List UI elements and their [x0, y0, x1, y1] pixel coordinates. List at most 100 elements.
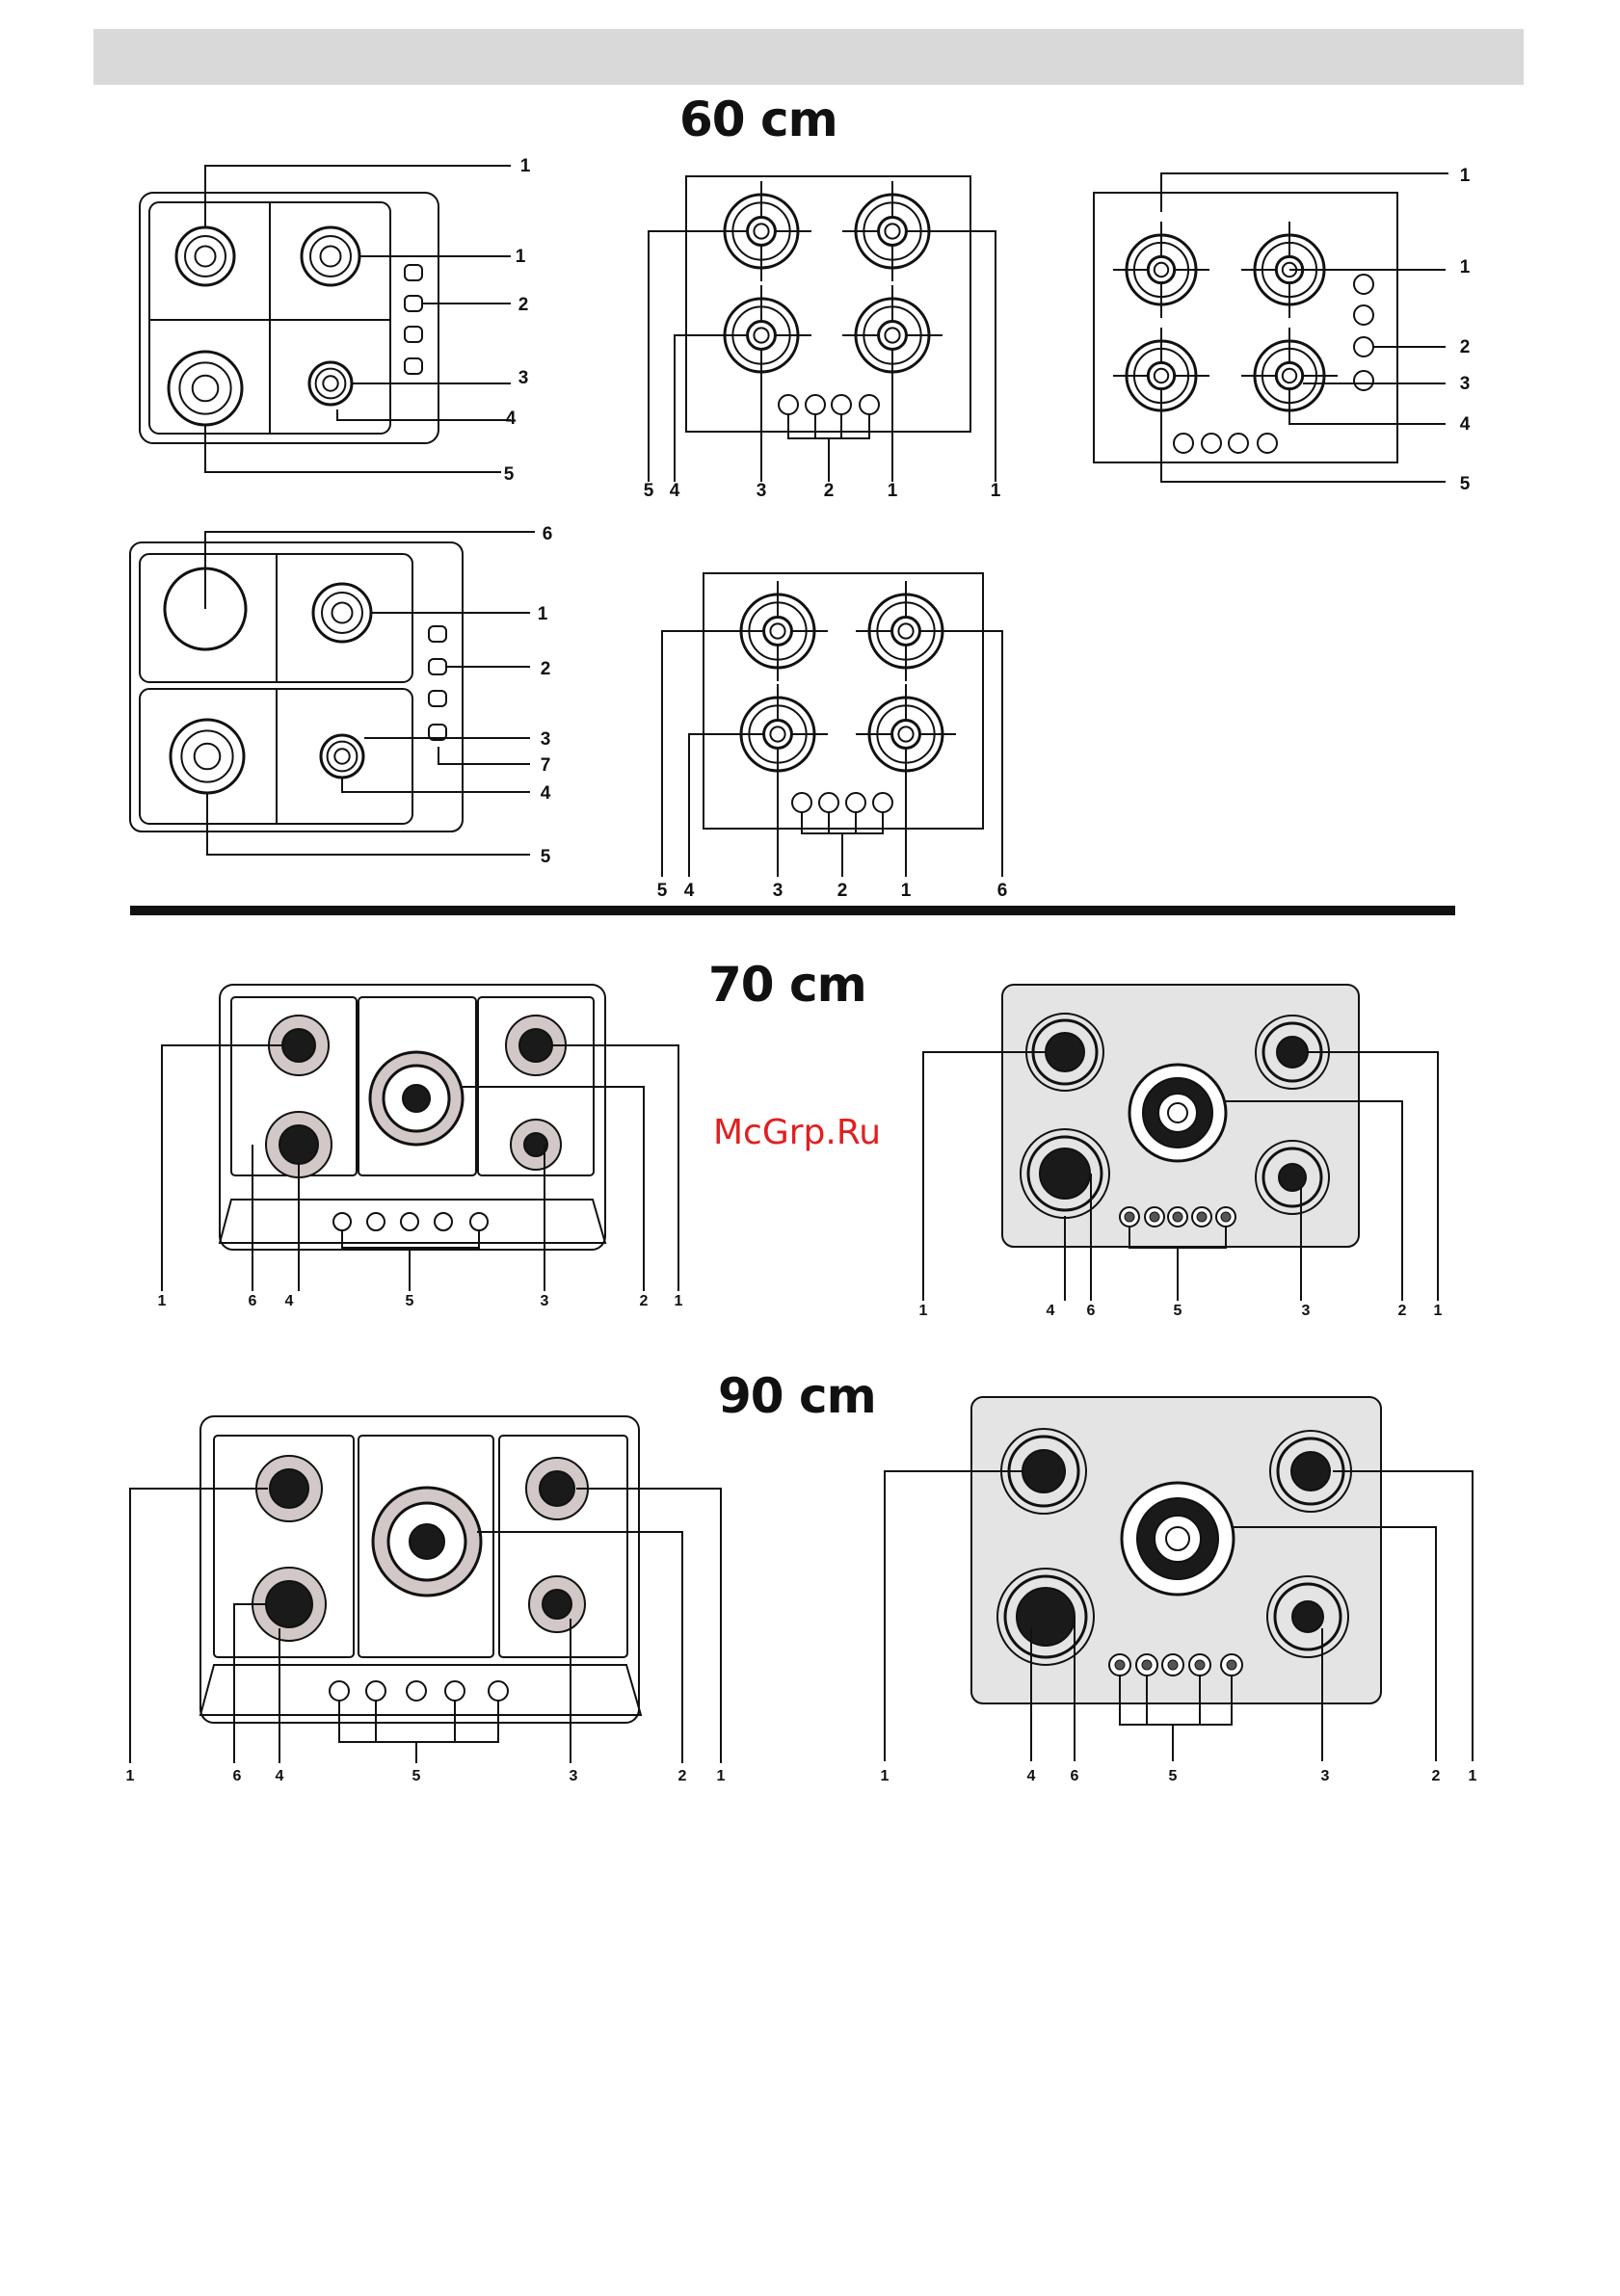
control-knob — [330, 1681, 349, 1701]
burner-1 — [540, 1471, 574, 1506]
burner-cap — [748, 218, 776, 246]
callout-number: 5 — [412, 1768, 421, 1784]
callout-number: 4 — [541, 783, 551, 804]
burner-cap — [403, 1085, 430, 1112]
burner-cap — [764, 721, 792, 749]
burner-cap — [323, 376, 337, 390]
control-knob — [846, 793, 865, 812]
callout-number: 3 — [518, 368, 529, 388]
control-knob — [1354, 275, 1373, 294]
callout-number: 1 — [516, 247, 526, 267]
hob-60-enamel-a — [140, 193, 438, 443]
burner-cap — [748, 322, 776, 350]
control-knob — [1229, 434, 1248, 453]
callout-number: 5 — [504, 464, 515, 485]
control-knob — [407, 1681, 426, 1701]
burner-cap — [1148, 362, 1174, 388]
callout-number: 3 — [570, 1768, 578, 1784]
burner-1 — [1046, 1033, 1084, 1071]
knob-center — [1221, 1212, 1231, 1222]
control-knob — [429, 626, 446, 642]
callout-number: 5 — [1460, 474, 1471, 494]
callout-number: 5 — [644, 481, 654, 501]
burner-3 — [1292, 1601, 1323, 1632]
callout-number: 3 — [773, 881, 783, 901]
callout-number: 4 — [684, 881, 695, 901]
burner-cap — [410, 1524, 444, 1559]
control-knob — [435, 1213, 452, 1230]
callout-number: 1 — [881, 1768, 890, 1784]
burner-center — [754, 328, 768, 342]
leader-line — [662, 631, 730, 877]
control-knob — [445, 1681, 465, 1701]
burner-cap — [193, 376, 219, 402]
callout-number: 1 — [1469, 1768, 1477, 1784]
control-knob — [405, 265, 422, 280]
burner-1 — [1022, 1450, 1065, 1492]
callout-number: 4 — [1460, 414, 1471, 435]
callout-number: 2 — [678, 1768, 687, 1784]
burner-1 — [270, 1469, 308, 1508]
control-knob — [405, 327, 422, 342]
burner-cap — [892, 618, 920, 646]
leader-line — [675, 335, 728, 482]
callout-number: 1 — [1460, 166, 1471, 186]
knob-center — [1227, 1660, 1236, 1670]
callout-number: 6 — [1087, 1303, 1096, 1319]
burner-ring — [185, 236, 226, 277]
leader-line — [337, 409, 511, 420]
burner-4 — [1017, 1588, 1075, 1646]
burner-ring — [322, 593, 362, 633]
control-knob — [470, 1213, 488, 1230]
callout-number: 3 — [1321, 1768, 1330, 1784]
control-knob — [1354, 371, 1373, 390]
callout-number: 5 — [657, 881, 668, 901]
burner-cap — [1276, 362, 1302, 388]
burner-center — [1155, 369, 1168, 383]
hob-60-glass-c — [1094, 193, 1397, 462]
knob-center — [1197, 1212, 1207, 1222]
control-knob — [489, 1681, 508, 1701]
burner-ring — [179, 362, 230, 413]
callout-number: 1 — [919, 1303, 928, 1319]
callout-number: 6 — [1071, 1768, 1079, 1784]
burner-center — [1166, 1527, 1189, 1550]
control-knob — [819, 793, 838, 812]
burner-cap — [764, 618, 792, 646]
burner-ring — [316, 369, 346, 399]
control-knob — [366, 1681, 385, 1701]
control-knob — [1202, 434, 1221, 453]
burner-center — [885, 328, 899, 342]
control-knob — [1354, 337, 1373, 356]
callout-number: 1 — [888, 481, 898, 501]
callout-number: 4 — [670, 481, 680, 501]
callout-number: 3 — [1302, 1303, 1311, 1319]
burner-cap — [892, 721, 920, 749]
callout-number: 6 — [233, 1768, 242, 1784]
leader-line — [342, 778, 530, 792]
callout-number: 1 — [901, 881, 912, 901]
callout-number: 1 — [1434, 1303, 1443, 1319]
callout-number: 2 — [824, 481, 835, 501]
burner-cap — [334, 749, 349, 763]
burner-center — [754, 224, 768, 238]
control-knob — [860, 395, 879, 414]
leader-line — [438, 747, 530, 764]
callout-number: 1 — [717, 1768, 726, 1784]
burner-1 — [519, 1029, 552, 1062]
callout-number: 7 — [541, 755, 551, 776]
burner-cap — [1148, 256, 1174, 282]
callout-number: 1 — [158, 1293, 167, 1309]
burner-cap — [196, 247, 216, 267]
burner-4 — [1040, 1148, 1090, 1199]
leader-line — [339, 1701, 498, 1742]
leader-line — [649, 231, 713, 482]
callout-number: 4 — [1047, 1303, 1055, 1319]
callout-number: 2 — [518, 295, 529, 315]
callout-number: 6 — [997, 881, 1008, 901]
callout-number: 2 — [541, 659, 551, 679]
burner-center — [770, 726, 784, 741]
burner-center — [898, 623, 913, 638]
leader-line — [477, 1532, 682, 1763]
knob-center — [1173, 1212, 1182, 1222]
